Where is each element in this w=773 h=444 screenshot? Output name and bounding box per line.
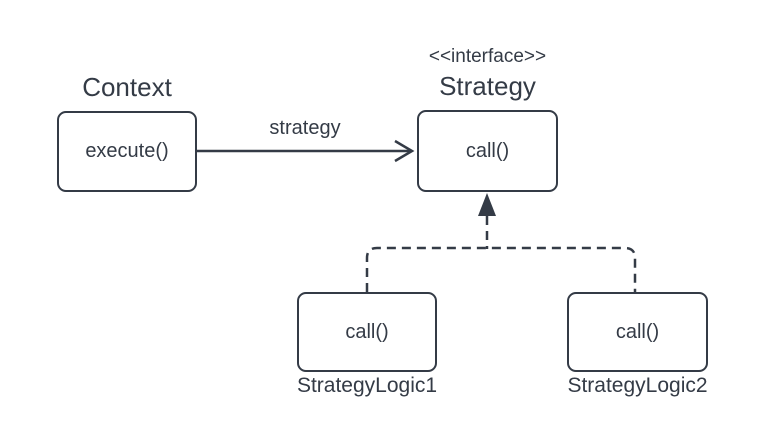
association-arrow-label: strategy [269, 117, 341, 139]
strategy-stereotype: <<interface>> [428, 46, 547, 67]
association-arrowhead-icon [394, 139, 415, 163]
strategy-node: call() [417, 110, 558, 192]
realization-arrowhead-icon [478, 193, 496, 216]
realization-branch [365, 246, 637, 292]
strategy-method: call() [465, 139, 510, 162]
strategy-node-title: Strategy [439, 71, 536, 101]
strategylogic1-label: StrategyLogic1 [296, 374, 438, 397]
strategylogic2-label: StrategyLogic2 [567, 374, 708, 397]
context-method: execute() [85, 140, 169, 162]
strategylogic2-node: call() [567, 292, 708, 372]
strategylogic2-method: call() [615, 320, 660, 343]
strategylogic1-node: call() [297, 292, 437, 372]
context-node: execute() [57, 111, 197, 192]
strategylogic1-method: call() [345, 320, 389, 343]
context-node-title: Context [82, 72, 172, 102]
